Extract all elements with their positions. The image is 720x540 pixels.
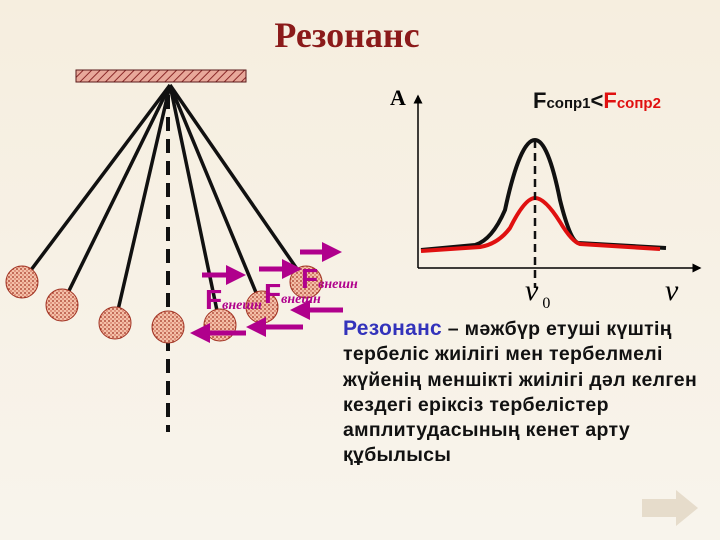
curve-low-damping — [420, 137, 667, 252]
force-label: Fвнешн — [264, 278, 321, 309]
x-axis-label: ν — [665, 274, 679, 307]
next-arrow-icon[interactable] — [642, 490, 700, 526]
curve-high-damping — [420, 195, 661, 253]
damping-legend: Fсопр1<Fсопр2 — [533, 88, 661, 113]
force-arrows — [190, 242, 343, 343]
definition-text: Резонанс – мәжбүр етуші күштің тербеліс … — [343, 316, 713, 469]
ceiling-support — [75, 69, 247, 83]
force-label: Fвнешн — [205, 284, 262, 315]
definition-body: – мәжбүр етуші күштің тербеліс жиілігі м… — [343, 318, 698, 467]
pendulum-bobs — [5, 265, 323, 344]
y-axis-label: A — [390, 85, 406, 110]
definition-term: Резонанс — [343, 317, 443, 340]
force-label: Fвнешн — [301, 263, 358, 294]
slide-title: Резонанс — [274, 15, 420, 55]
pendulum-strings — [20, 83, 308, 326]
